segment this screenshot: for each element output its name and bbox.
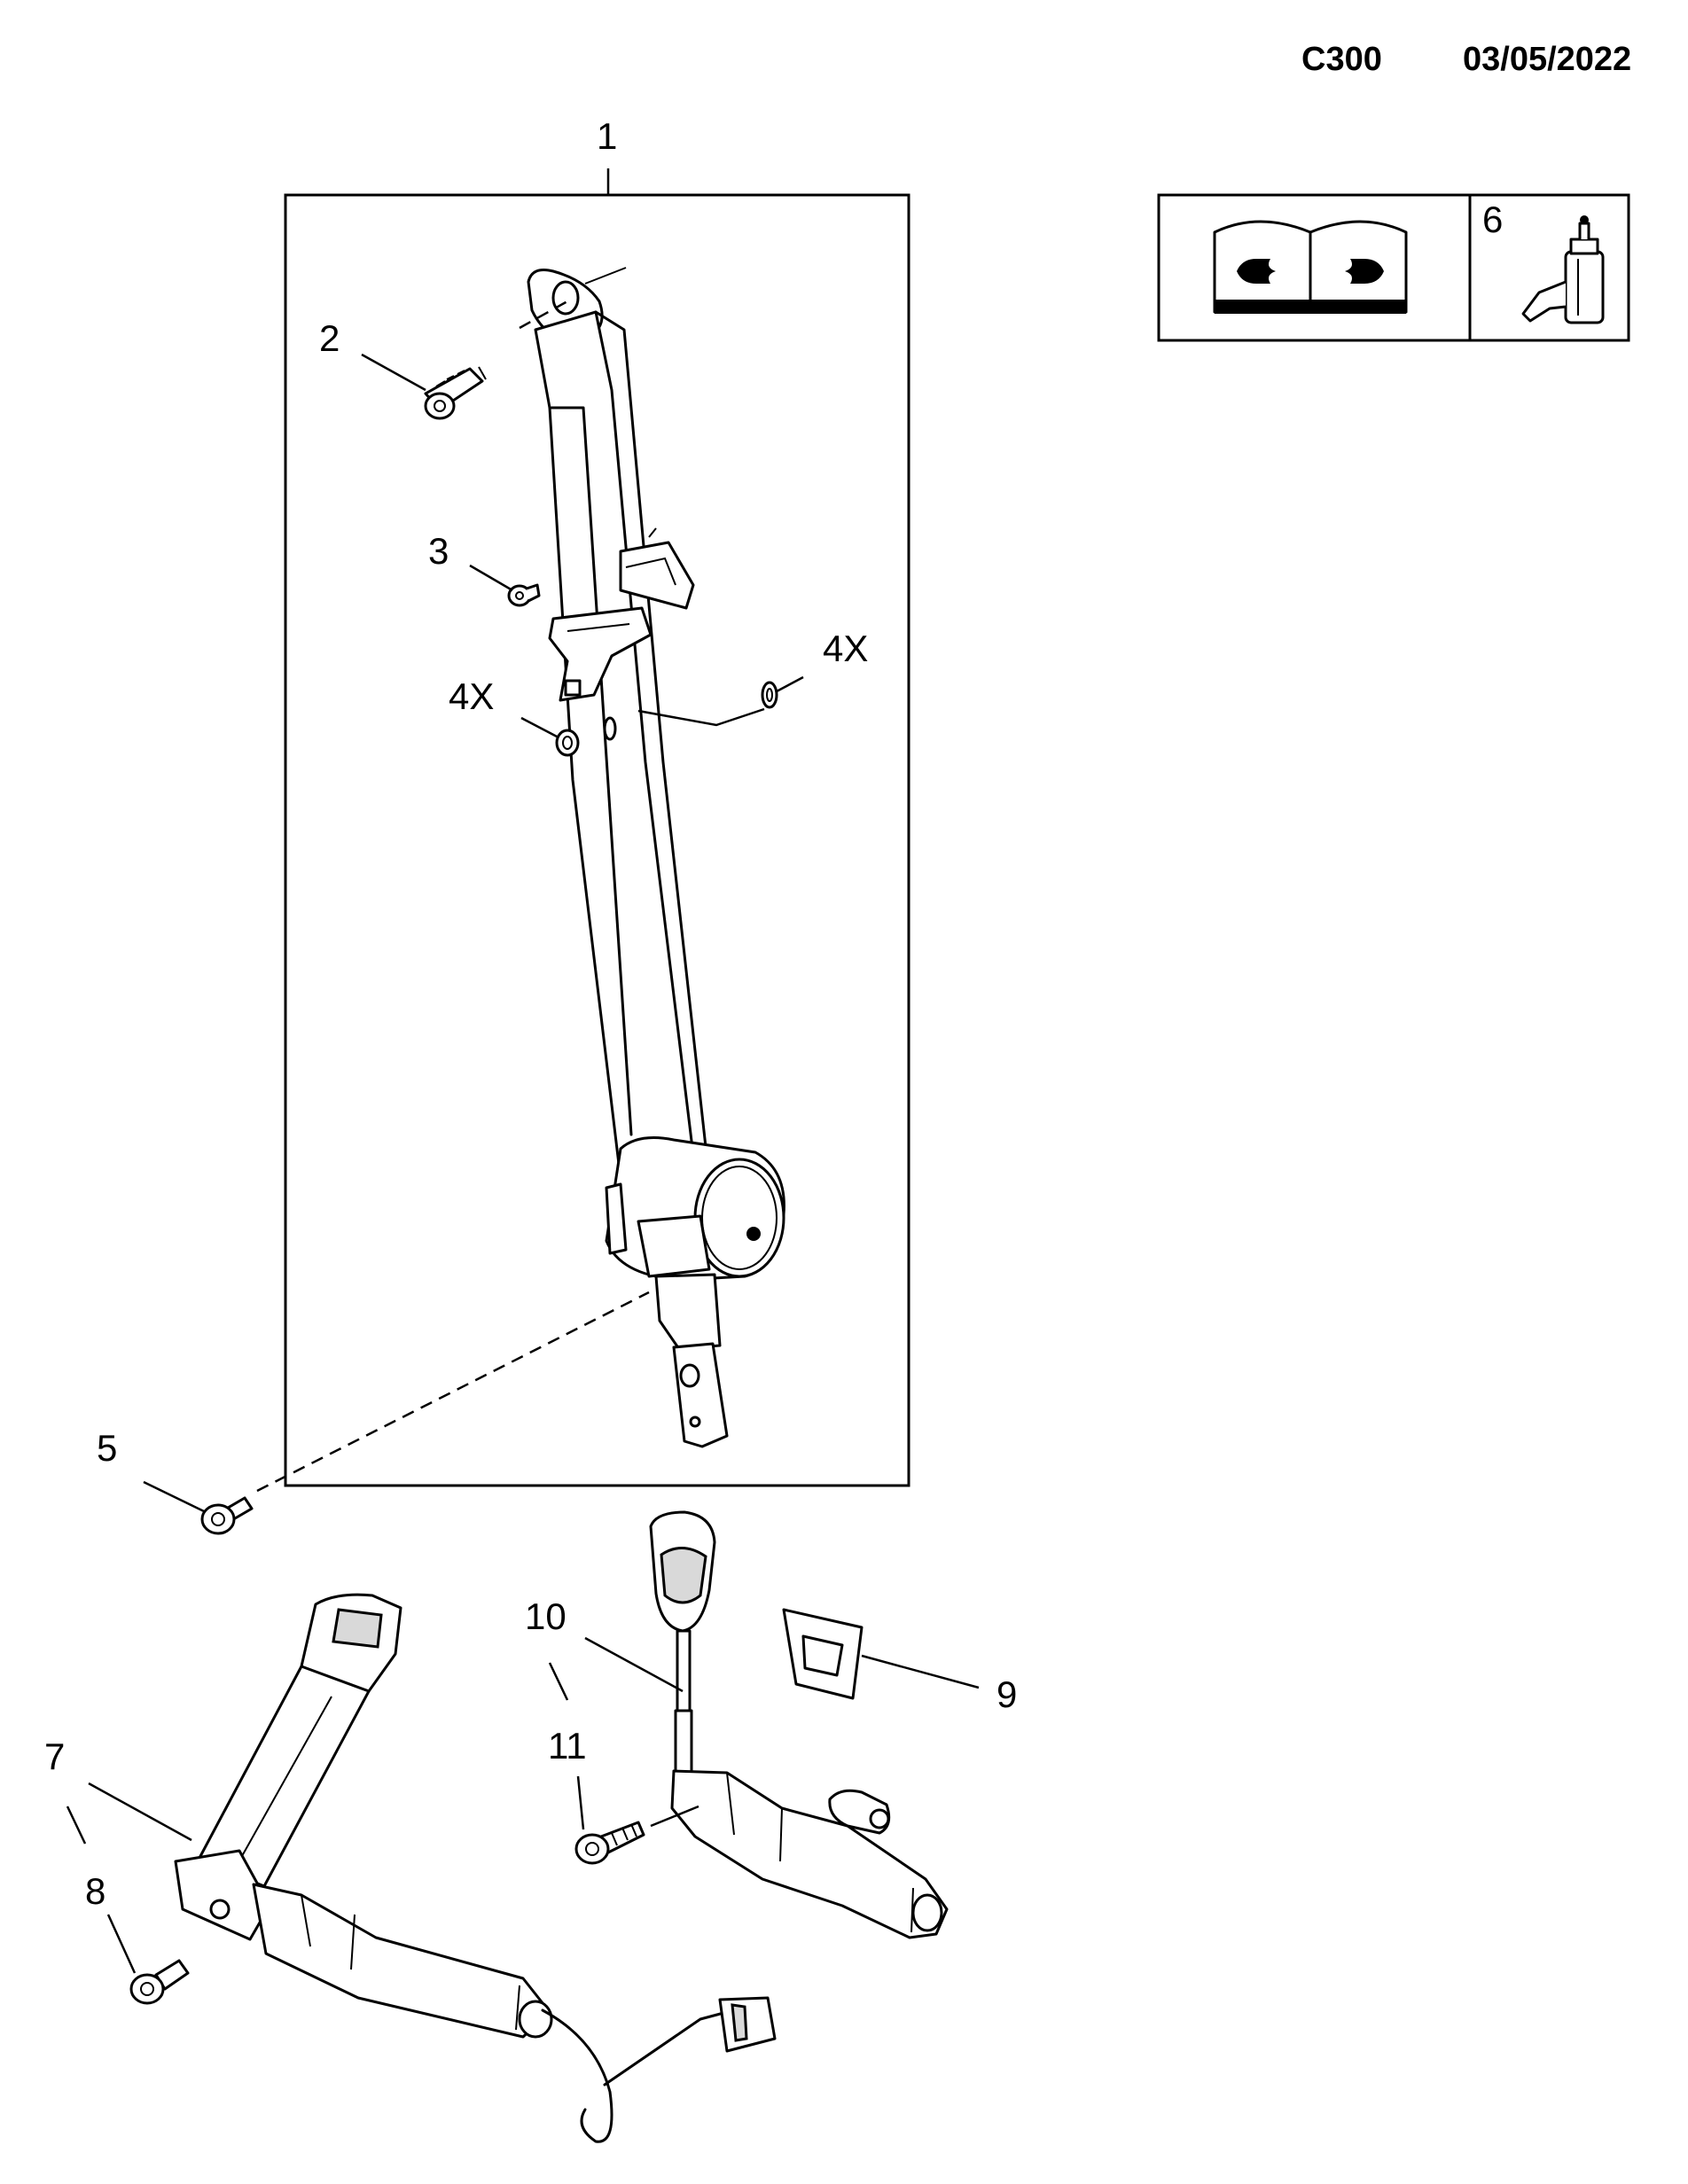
clip-ring-left [555,716,617,757]
callout-3: 3 [428,530,449,572]
leader-10 [584,1636,684,1693]
leader-2 [361,353,426,392]
seat-belt-buckle [174,1593,777,2143]
model-code: C300 [1301,41,1382,78]
anchor-bolt-2 [424,366,487,420]
legend-box: 6 [1157,193,1630,342]
leader-11 [576,1775,585,1830]
thread-locker-icon [1521,215,1605,324]
leader-3 [469,564,513,592]
callout-10: 10 [525,1595,567,1637]
leader-4x-right-belt [637,707,765,727]
callout-1: 1 [597,115,617,157]
clip-ring-right [761,681,778,709]
seat-belt-assembly-box [284,168,910,1487]
anchor-bolt-5 [200,1496,254,1535]
buckle-sensor-stalk [649,1510,949,1939]
leader-10-11 [548,1662,569,1701]
stalk-bolt-11 [574,1821,645,1865]
callout-6: 6 [1482,199,1503,240]
leader-4x-left [520,716,559,739]
anchor-dash-line [519,300,568,330]
retractor-dash-line [256,1291,650,1493]
warning-label-9 [782,1608,864,1700]
leader-8 [106,1914,137,1974]
tongue-plate [548,606,653,702]
print-date: 03/05/2022 [1463,41,1632,78]
callout-7: 7 [44,1736,65,1777]
leader-5 [143,1480,207,1514]
callout-2: 2 [319,317,340,359]
callout-9: 9 [996,1673,1017,1715]
repair-manual-icon [1213,220,1408,314]
callout-11: 11 [548,1725,587,1767]
callout-5: 5 [97,1427,117,1469]
leader-7 [88,1782,192,1842]
buckle-bolt-8 [129,1959,190,2005]
height-adjuster [619,527,695,610]
callout-4x-left: 4X [449,675,494,717]
callout-4x-right: 4X [823,628,868,669]
callout-8: 8 [85,1870,106,1912]
leader-11-part [650,1805,699,1828]
leader-9 [861,1654,980,1689]
screw-3 [507,583,541,607]
leader-7-8 [66,1806,87,1845]
leader-4x-right [776,675,804,693]
retractor [605,1136,785,1448]
